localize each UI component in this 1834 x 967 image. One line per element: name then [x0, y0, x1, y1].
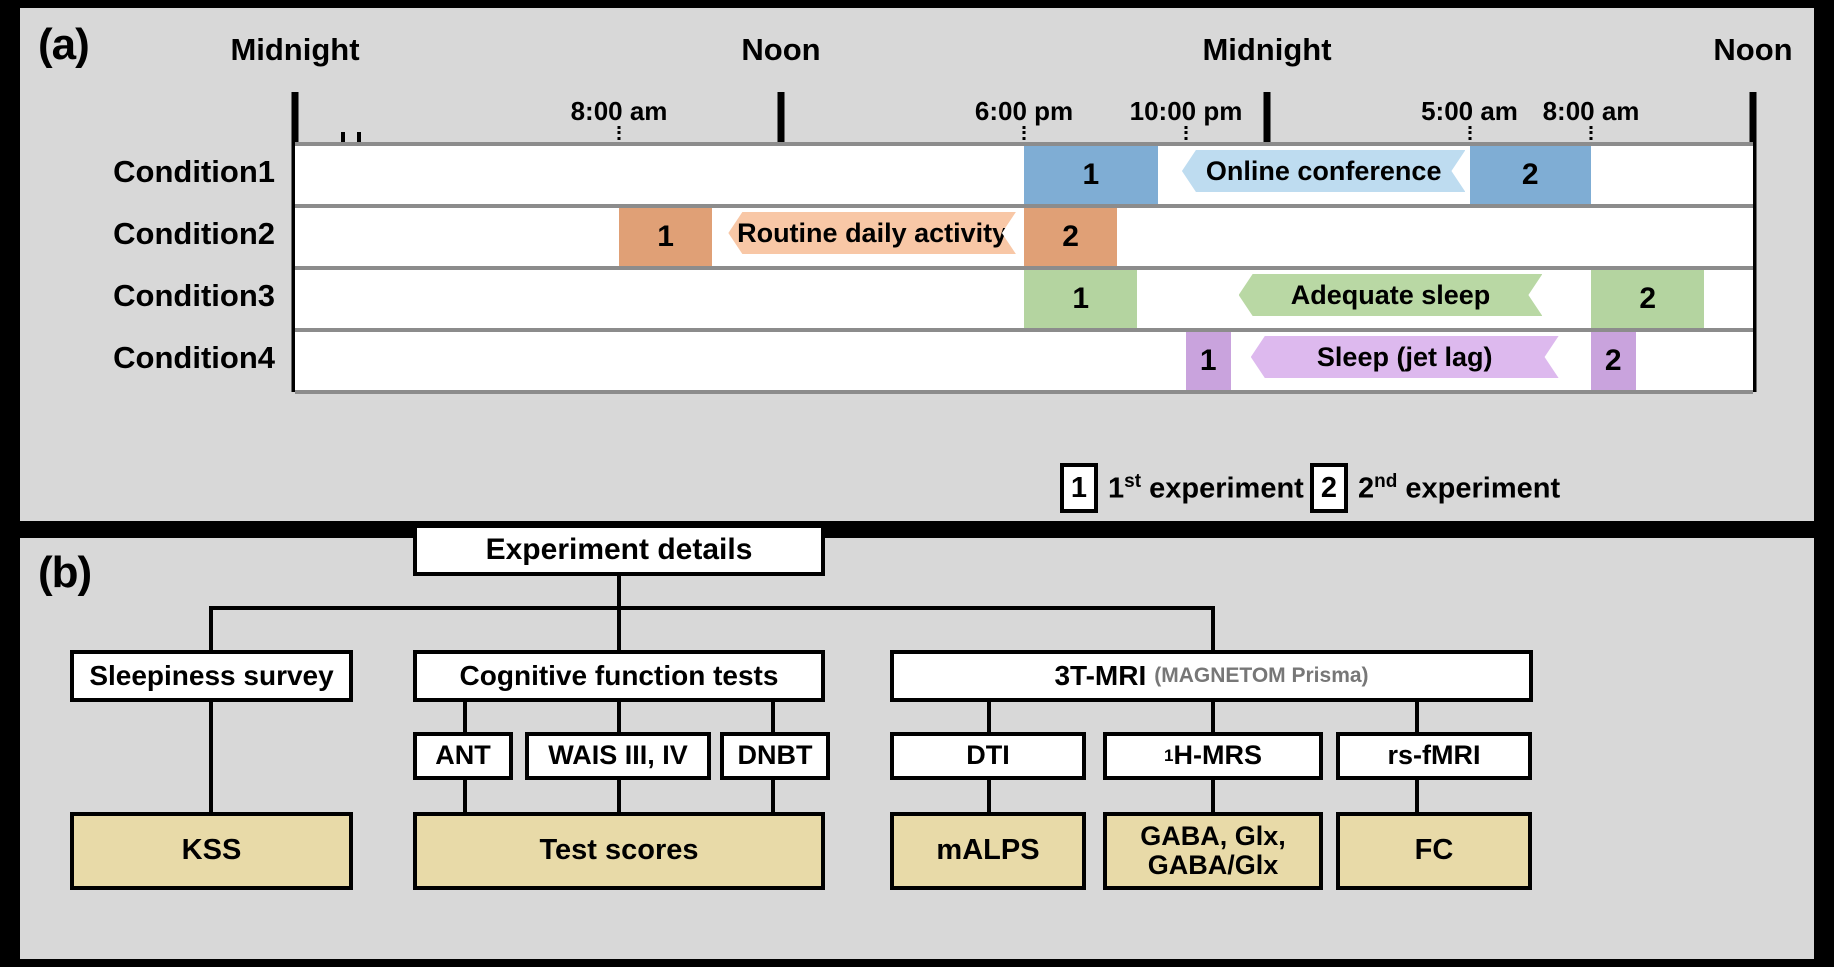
- connector-drop: [987, 780, 991, 812]
- flow-node-root[interactable]: Experiment details: [413, 524, 825, 576]
- connector-drop: [771, 780, 775, 812]
- connector-drop: [617, 702, 621, 732]
- experiment-bar[interactable]: 1: [619, 208, 713, 266]
- flow-node-rs-fmri[interactable]: rs-fMRI: [1336, 732, 1532, 780]
- flow-node-dti[interactable]: DTI: [890, 732, 1086, 780]
- activity-chip[interactable]: Online conference: [1182, 150, 1466, 192]
- flow-node-fc[interactable]: FC: [1336, 812, 1532, 890]
- connector-drop: [463, 702, 467, 732]
- experiment-bar[interactable]: 2: [1024, 208, 1118, 266]
- flow-node-malps[interactable]: mALPS: [890, 812, 1086, 890]
- timeline-tick-label: 8:00 am: [570, 96, 668, 126]
- flow-node-cognitive-tests[interactable]: Cognitive function tests: [413, 650, 825, 702]
- flow-node-test-scores[interactable]: Test scores: [413, 812, 825, 890]
- connector-drop: [463, 780, 467, 812]
- flow-node-3t-mri[interactable]: 3T-MRI(MAGNETOM Prisma): [890, 650, 1533, 702]
- condition-label: Condition4: [113, 340, 275, 375]
- flow-node-gaba[interactable]: GABA, Glx,GABA/Glx: [1103, 812, 1323, 890]
- legend-marker-box: 1: [1060, 463, 1098, 513]
- legend-marker-box: 2: [1310, 463, 1348, 513]
- flow-node-dnbt[interactable]: DNBT: [720, 732, 830, 780]
- timeline-tick-label: 5:00 am: [1421, 96, 1518, 126]
- experiment-bar[interactable]: 1: [1024, 146, 1158, 204]
- timeline-tick-label: 6:00 pm: [974, 96, 1074, 126]
- legend-label: 2nd experiment: [1358, 470, 1561, 505]
- timeline-anchor-label: Noon: [741, 32, 821, 67]
- activity-chip[interactable]: Adequate sleep: [1239, 274, 1543, 316]
- experiment-bar[interactable]: 1: [1024, 270, 1138, 328]
- experiment-bar[interactable]: 2: [1469, 146, 1591, 204]
- experiment-bar[interactable]: 2: [1591, 270, 1705, 328]
- timeline-tick-label: 10:00 pm: [1129, 96, 1243, 126]
- flow-node-sleepiness-survey[interactable]: Sleepiness survey: [70, 650, 353, 702]
- connector-drop: [617, 606, 621, 650]
- legend-item: 2 2nd experiment: [1310, 463, 1560, 513]
- timeline-anchor-label: Midnight: [1202, 32, 1332, 67]
- condition-label: Condition3: [113, 278, 275, 313]
- activity-chip[interactable]: Routine daily activity: [728, 212, 1016, 254]
- experiment-bar[interactable]: 1: [1186, 332, 1231, 390]
- flow-node-wais[interactable]: WAIS III, IV: [525, 732, 711, 780]
- flow-node-kss[interactable]: KSS: [70, 812, 353, 890]
- connector-drop: [209, 702, 213, 812]
- connector-bus: [209, 606, 1213, 610]
- timeline-anchor-label: Midnight: [230, 32, 360, 67]
- connector-drop: [1211, 606, 1215, 650]
- panel-a-tag: (a): [38, 20, 90, 69]
- legend-label: 1st experiment: [1108, 470, 1304, 505]
- connector-drop: [209, 606, 213, 650]
- connector-drop: [1415, 780, 1419, 812]
- connector-drop: [1211, 780, 1215, 812]
- legend-item: 1 1st experiment: [1060, 463, 1304, 513]
- connector-drop: [771, 702, 775, 732]
- connector-drop: [617, 780, 621, 812]
- panel-b-tag: (b): [38, 548, 92, 597]
- flow-node-ant[interactable]: ANT: [413, 732, 513, 780]
- timeline-anchor-line: [1749, 92, 1757, 392]
- experiment-bar[interactable]: 2: [1591, 332, 1636, 390]
- connector-drop: [1415, 702, 1419, 732]
- timeline-area: Midnight Noon Midnight Noon 8:00 am 6:00 pm 10…: [230, 8, 1793, 521]
- condition-label: Condition2: [113, 216, 275, 251]
- connector-drop: [987, 702, 991, 732]
- condition-label: Condition1: [113, 154, 275, 189]
- timeline-tick-label: 8:00 am: [1542, 96, 1640, 126]
- connector-drop: [1211, 702, 1215, 732]
- activity-chip[interactable]: Sleep (jet lag): [1251, 336, 1559, 378]
- connector-trunk: [617, 576, 621, 608]
- timeline-anchor-label: Noon: [1713, 32, 1793, 67]
